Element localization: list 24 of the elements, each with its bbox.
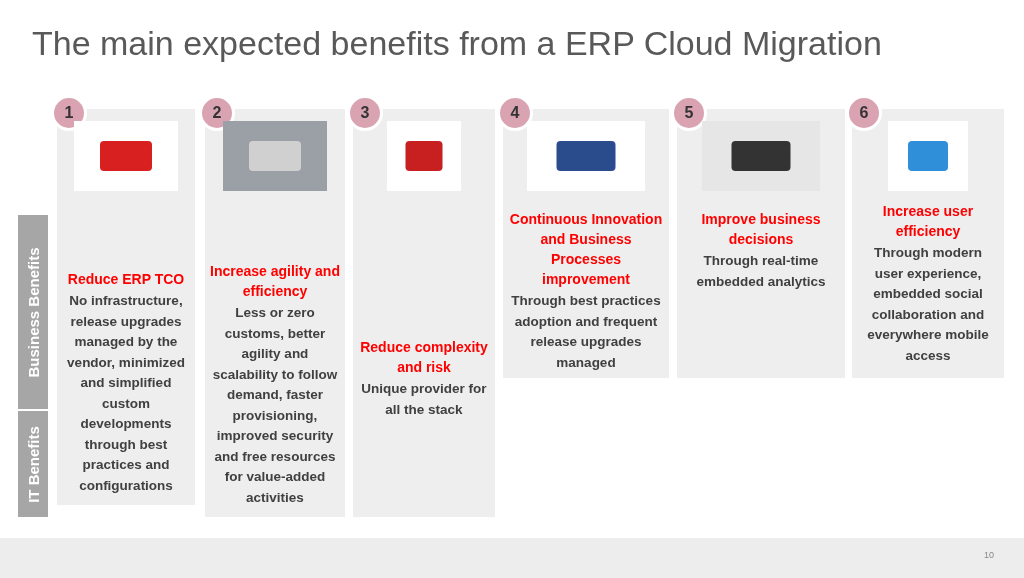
benefit-heading: Increase user efficiency [881,202,975,241]
benefit-description: Through modern user experience, embedded social collaboration and everywhere mobile access [866,244,990,365]
number-badge: 6 [846,95,882,131]
number-badge: 2 [199,95,235,131]
number-badge: 3 [347,95,383,131]
benefit-heading: Reduce complexity and risk [359,338,489,377]
row-label: IT Benefits [24,425,42,503]
benefit-heading: Improve business decisions [700,210,822,249]
row-label: Business Benefits [24,247,42,377]
row-band [18,411,48,519]
benefit-heading: Increase agility and efficiency [209,262,341,301]
slide-title: The main expected benefits from a ERP Cloud Migration [32,24,882,63]
benefit-description: Through real-time embedded analytics [695,252,827,291]
benefit-description: Through best practices adoption and frequent release upgrades managed [510,292,662,372]
benefit-description: Unique provider for all the stack [360,380,488,419]
benefit-heading: Continuous Innovation and Business Processes improvement [508,210,664,289]
number-badge: 4 [497,95,533,131]
number-badge: 5 [671,95,707,131]
benefit-description: No infrastructure, release upgrades managed by the vendor, minimized and simplified custom developments through best practices and configurations [66,292,186,495]
benefit-heading: Reduce ERP TCO [66,270,186,289]
row-band [18,215,48,411]
benefit-description: Less or zero customs, better agility and scalability to follow demand, faster provisioning, improved security and free resources for value-added activities [211,304,339,507]
page-number: 10 [984,550,994,560]
number-badge: 1 [51,95,87,131]
